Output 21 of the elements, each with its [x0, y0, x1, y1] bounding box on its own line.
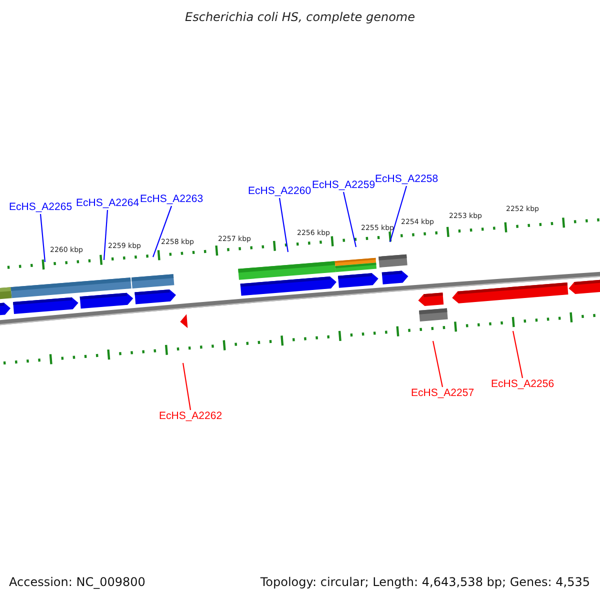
- gene-label: EcHS_A2263: [140, 194, 204, 204]
- gene-label: EcHS_A2265: [9, 202, 72, 212]
- map-title: Escherichia coli HS, complete genome: [184, 11, 416, 23]
- leader-line: [40, 214, 46, 262]
- gene-label: EcHS_A2262: [159, 411, 222, 422]
- leader-line: [103, 210, 108, 260]
- leader-line: [182, 362, 192, 410]
- leader-line: [342, 192, 357, 248]
- leader-line: [152, 206, 172, 258]
- leader-line: [432, 340, 444, 388]
- gene-label: EcHS_A2256: [491, 379, 554, 390]
- gene-label: EcHS_A2258: [375, 174, 438, 184]
- leader-line: [512, 330, 524, 378]
- leader-line: [389, 186, 408, 242]
- accession-text: Accession: NC_009800: [9, 576, 146, 588]
- gene-label: EcHS_A2257: [411, 388, 474, 398]
- leader-line: [278, 198, 289, 252]
- gene-label: EcHS_A2260: [248, 186, 312, 196]
- genome-stats-text: Topology: circular; Length: 4,643,538 bp; Genes: 4,535: [260, 576, 590, 588]
- gene-label: EcHS_A2259: [312, 180, 376, 190]
- gene-label: EcHS_A2264: [76, 198, 140, 208]
